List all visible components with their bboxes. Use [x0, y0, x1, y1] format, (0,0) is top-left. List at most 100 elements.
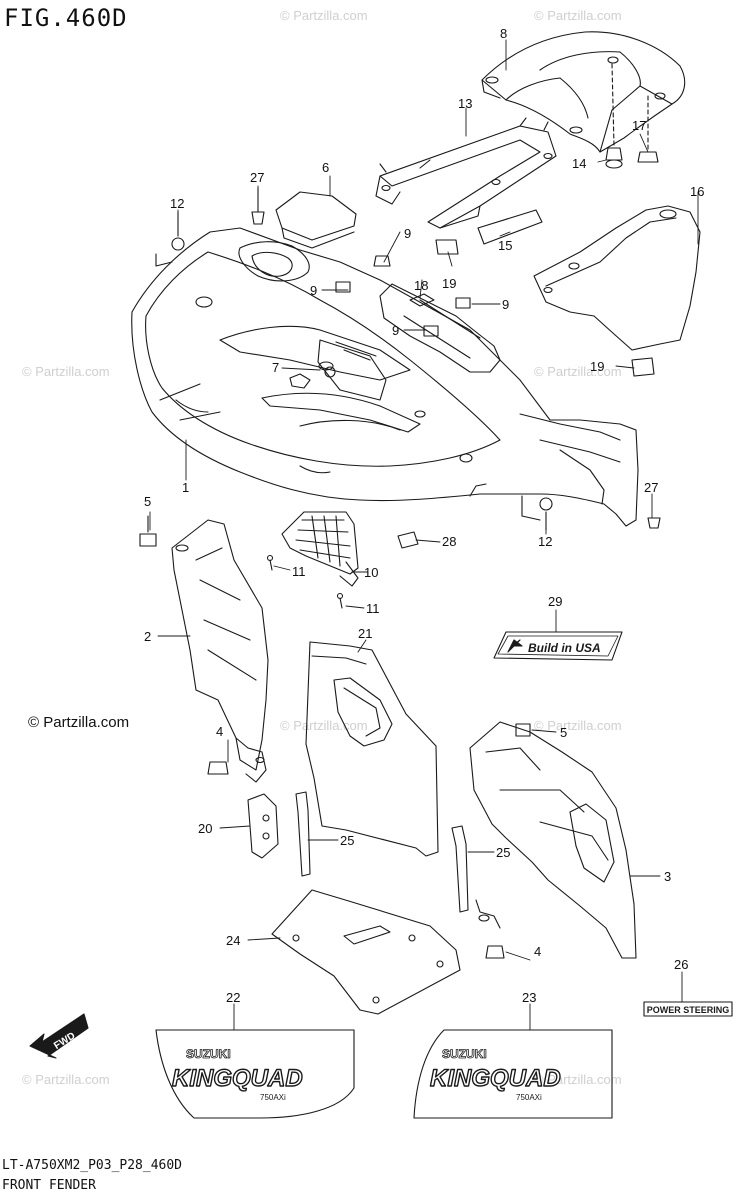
part-label: 2 [144, 629, 151, 644]
part-label: 9 [310, 283, 317, 298]
part-5-bolt [515, 723, 531, 737]
part-label: 3 [664, 869, 671, 884]
model-text: KINGQUAD [172, 1065, 303, 1092]
part-label: 4 [534, 944, 541, 959]
build-usa-text: Build in USA [528, 641, 601, 655]
part-14-clip [605, 63, 623, 169]
part-9-bolt [335, 281, 351, 293]
part-label: 27 [644, 480, 658, 495]
part-label: 19 [442, 276, 456, 291]
part-18-pad [409, 293, 435, 307]
part-27-clip [647, 517, 661, 529]
part-19-pad [435, 239, 655, 377]
part-12-bolt [521, 495, 553, 531]
part-2-left-inner-fender [171, 519, 269, 783]
part-label: 29 [548, 594, 562, 609]
part-6-cover [275, 191, 357, 249]
part-label: 7 [272, 360, 279, 375]
part-label: 4 [216, 724, 223, 739]
leader-lines [149, 39, 699, 1031]
part-9-bolt [455, 297, 471, 309]
part-label: 10 [364, 565, 378, 580]
part-label: 9 [392, 323, 399, 338]
part-5-bolt [139, 515, 157, 547]
part-label: 28 [442, 534, 456, 549]
part-label: 26 [674, 957, 688, 972]
part-24-plate [271, 889, 461, 1015]
watermark: © Partzilla.com [534, 718, 622, 733]
watermark: © Partzilla.com [534, 1072, 622, 1087]
part-label: 20 [198, 821, 212, 836]
watermark: © Partzilla.com [22, 364, 110, 379]
part-label: 21 [358, 626, 372, 641]
brand-text: SUZUKI [442, 1047, 487, 1061]
part-label: 12 [538, 534, 552, 549]
part-label: 23 [522, 990, 536, 1005]
part-13-rack-frame [375, 117, 557, 229]
part-label: 11 [292, 564, 306, 579]
part-20-bracket [247, 793, 279, 859]
drawing-code: LT-A750XM2_P03_P28_460D [2, 1158, 183, 1173]
part-4-nut [485, 945, 505, 959]
watermark: © Partzilla.com [280, 718, 368, 733]
part-26-decal: POWER STEERING [643, 1001, 733, 1017]
part-25-cable-tie [295, 791, 311, 877]
part-21-panel [305, 641, 439, 857]
part-label: 25 [340, 833, 354, 848]
part-16-panel [533, 205, 701, 351]
part-10-grille [281, 511, 359, 587]
part-15-strip [477, 209, 543, 245]
part-label: 22 [226, 990, 240, 1005]
part-7-screw [324, 366, 336, 378]
part-22-decal: SUZUKI KINGQUAD 750AXi [155, 1029, 355, 1119]
part-label: 16 [690, 184, 704, 199]
part-23-decal: SUZUKI KINGQUAD 750AXi [413, 1029, 613, 1119]
part-11-screw [266, 554, 274, 571]
part-3-right-inner-fender [469, 721, 637, 959]
part-label: 12 [170, 196, 184, 211]
part-12-bolt [155, 211, 185, 267]
power-steering-text: POWER STEERING [647, 1005, 730, 1015]
part-label: 6 [322, 160, 329, 175]
part-9-bolt [423, 325, 439, 337]
watermark: © Partzilla.com [534, 364, 622, 379]
model-sub-text: 750AXi [516, 1093, 542, 1102]
part-label: 9 [502, 297, 509, 312]
partzilla-credit: © Partzilla.com [28, 714, 130, 731]
part-28-pad [397, 531, 419, 549]
part-label: 11 [366, 601, 380, 616]
part-label: 19 [590, 359, 604, 374]
part-4-nut [207, 761, 229, 775]
model-sub-text: 750AXi [260, 1093, 286, 1102]
part-8-rear-cover [481, 31, 686, 153]
model-text: KINGQUAD [430, 1065, 561, 1092]
part-label: 27 [250, 170, 264, 185]
part-number-labels: 1 2 3 4 4 5 5 6 7 8 9 9 9 9 10 11 11 12 … [144, 26, 704, 1005]
part-label: 18 [414, 278, 428, 293]
part-label: 25 [496, 845, 510, 860]
part-label: 9 [404, 226, 411, 241]
part-label: 17 [632, 118, 646, 133]
fwd-arrow-icon: FWD [29, 1013, 89, 1059]
part-9-bolt [373, 255, 391, 267]
part-label: 15 [498, 238, 512, 253]
part-25-cable-tie [451, 825, 469, 913]
part-label: 14 [572, 156, 586, 171]
part-label: 5 [560, 725, 567, 740]
part-label: 8 [500, 26, 507, 41]
figure-caption: FRONT FENDER [2, 1178, 96, 1193]
part-label: 24 [226, 933, 240, 948]
part-11-screw [336, 592, 344, 609]
watermark: © Partzilla.com [22, 1072, 110, 1087]
brand-text: SUZUKI [186, 1047, 231, 1061]
figure-title: FIG.460D [4, 4, 128, 32]
part-label: 1 [182, 480, 189, 495]
part-label: 13 [458, 96, 472, 111]
part-29-decal: Build in USA [493, 631, 623, 661]
watermark: © Partzilla.com [534, 8, 622, 23]
watermark: © Partzilla.com [280, 8, 368, 23]
part-1-front-fender [131, 227, 639, 527]
part-17-bolt [637, 95, 659, 163]
part-label: 5 [144, 494, 151, 509]
